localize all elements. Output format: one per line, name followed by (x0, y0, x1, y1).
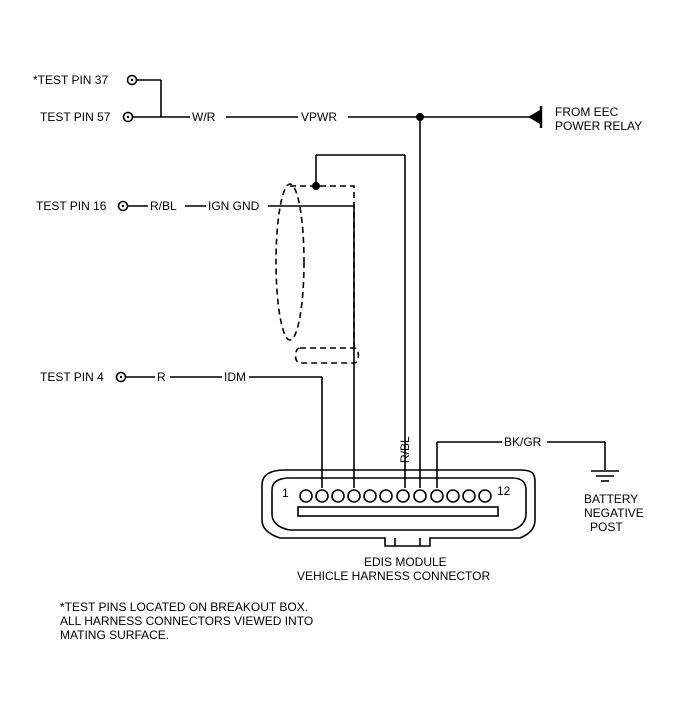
shield-drain-circuit (312, 154, 406, 488)
wire-label-idm: IDM (224, 370, 246, 384)
wire-label-r: R (157, 370, 166, 384)
test-pin-4-label: TEST PIN 4 (40, 370, 104, 384)
connector-cavity (315, 489, 329, 503)
battery-label-line3: POST (590, 520, 623, 534)
connector-cavity (462, 489, 476, 503)
connector-cavity (299, 489, 313, 503)
wire-label-wr: W/R (192, 110, 216, 124)
connector-cavity (430, 489, 444, 503)
wire-label-vpwr: VPWR (301, 110, 337, 124)
shielded-cable-outline (275, 183, 360, 364)
wire-label-bkgr: BK/GR (504, 435, 542, 449)
wire-label-rbl: R/BL (150, 199, 177, 213)
connector-cavity (363, 489, 377, 503)
idm-circuit (126, 376, 323, 488)
edis-connector (261, 469, 536, 547)
connector-cavity (396, 489, 410, 503)
test-pin-37-terminal (126, 74, 138, 86)
battery-label-line2: NEGATIVE (584, 506, 644, 520)
battery-label-line1: BATTERY (584, 492, 638, 506)
connector-pin-12-label: 12 (497, 484, 511, 498)
footnote-line3: MATING SURFACE. (60, 628, 169, 642)
connector-cavity (331, 489, 345, 503)
connector-cavity (413, 489, 427, 503)
connector-cavity (446, 489, 460, 503)
connector-cavities (299, 489, 492, 503)
test-pin-57-terminal (122, 111, 134, 123)
connector-title-line2: VEHICLE HARNESS CONNECTOR (297, 569, 490, 583)
vpwr-circuit (133, 79, 530, 488)
connector-cavity (379, 489, 393, 503)
connector-cavity (478, 489, 492, 503)
ground-symbol-icon (591, 470, 619, 482)
footnote-line2: ALL HARNESS CONNECTORS VIEWED INTO (60, 614, 313, 628)
ign-gnd-circuit (128, 205, 355, 488)
eec-connector-arrow-icon (528, 106, 543, 128)
bkgr-ground-circuit (436, 441, 606, 488)
test-pin-16-terminal (117, 200, 129, 212)
wire-label-rbl-vertical: R/BL (398, 436, 412, 463)
wire-label-ign-gnd: IGN GND (208, 199, 260, 213)
test-pin-4-terminal (115, 371, 127, 383)
connector-title-line1: EDIS MODULE (364, 555, 447, 569)
test-pin-37-label: *TEST PIN 37 (33, 73, 108, 87)
test-pin-57-label: TEST PIN 57 (40, 110, 111, 124)
eec-label-line1: FROM EEC (555, 105, 619, 119)
footnote-line1: *TEST PINS LOCATED ON BREAKOUT BOX. (60, 600, 308, 614)
eec-label-line2: POWER RELAY (555, 119, 642, 133)
connector-cavity (347, 489, 361, 503)
test-pin-16-label: TEST PIN 16 (36, 199, 107, 213)
connector-pin-1-label: 1 (282, 486, 289, 500)
